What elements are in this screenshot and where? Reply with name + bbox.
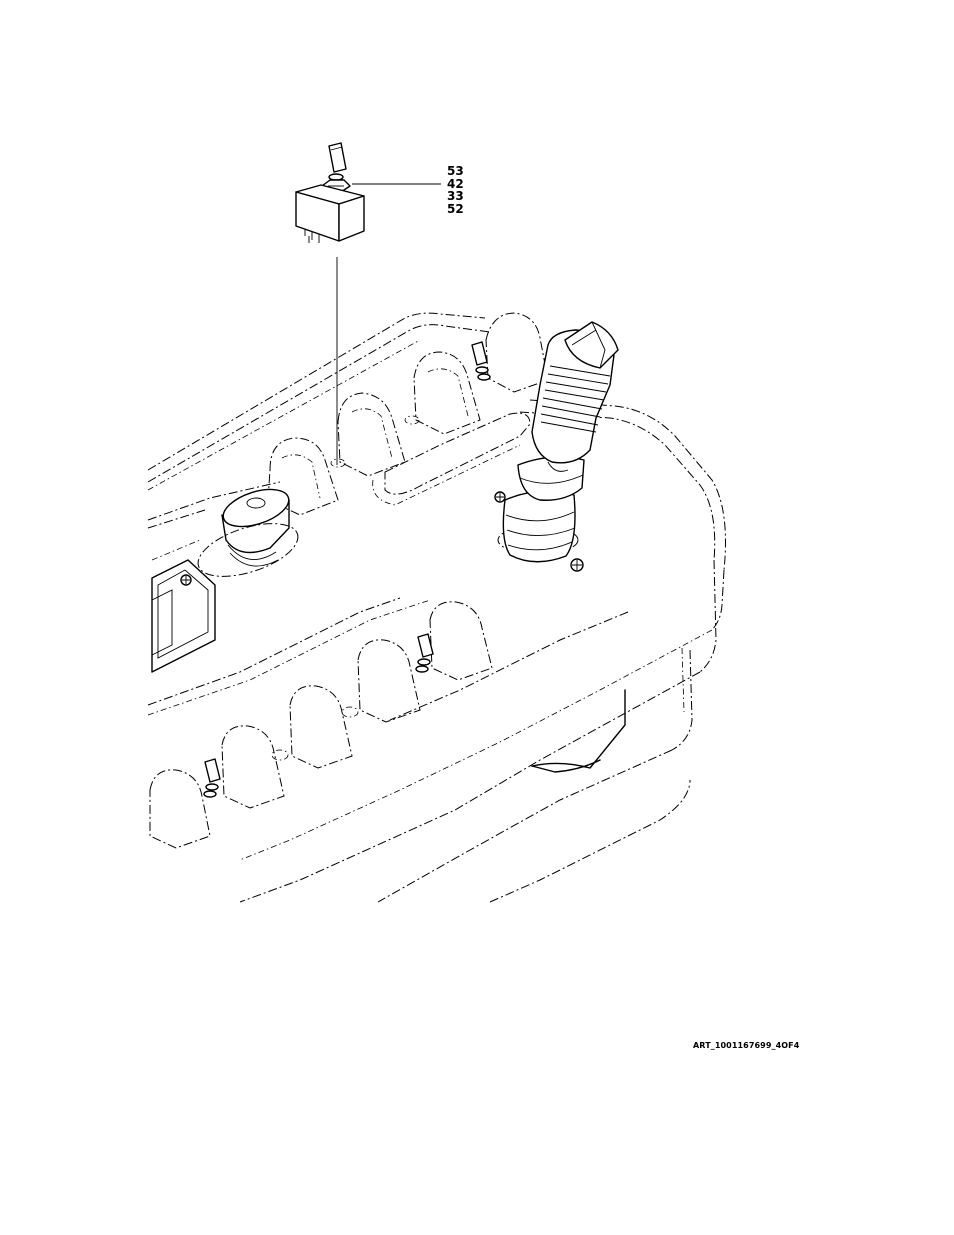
rear-switch-guards [268, 313, 548, 515]
control-box-icon [148, 313, 726, 902]
joystick-icon [498, 322, 618, 562]
callout-numbers: 53 42 33 52 [447, 165, 464, 215]
callout-number: 53 [447, 165, 464, 178]
front-switch-guards [150, 602, 492, 848]
callout-number: 52 [447, 203, 464, 216]
art-reference-id: ART_1001167699_4OF4 [693, 1041, 799, 1050]
callout-number: 33 [447, 190, 464, 203]
toggle-switch-icon [296, 143, 364, 243]
